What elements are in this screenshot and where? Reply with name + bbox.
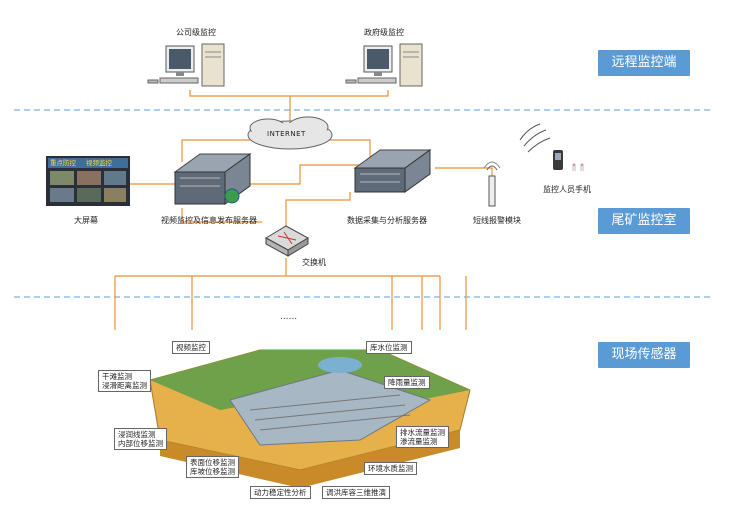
box-beach: 干滩监测 浸滑距离监测: [98, 370, 151, 392]
beach-monitor-label: 干滩监测: [102, 372, 132, 381]
drainage-flow-label: 排水流量监测: [400, 428, 445, 437]
big-screen-image: [46, 156, 130, 206]
data-server: [353, 149, 432, 193]
box-flood-3d: 调洪库容三维推演: [322, 486, 390, 499]
data-server-label: 数据采集与分析服务器: [347, 216, 427, 225]
box-drainage: 排水流量监测 渗流量监测: [396, 426, 449, 448]
phone-icon: [553, 150, 584, 171]
antenna-icon: [483, 161, 501, 207]
sms-module-label: 短线报警模块: [473, 216, 521, 225]
internal-disp-label: 内部位移监测: [118, 439, 163, 448]
video-server: [173, 153, 252, 205]
big-screen-banner-1: 重点防控: [50, 159, 76, 167]
seepage-flow-label: 渗流量监测: [400, 437, 438, 446]
big-screen-label: 大屏幕: [74, 216, 98, 225]
seepage-line-label: 浸润线监测: [118, 430, 156, 439]
big-screen-banner-2: 视频监控: [86, 159, 112, 167]
company-monitor-label: 公司级监控: [176, 28, 216, 37]
tailings-dam-image: [94, 330, 480, 500]
server-icon: [201, 43, 225, 87]
box-env-water: 环境水质监测: [364, 462, 417, 475]
signal-icon: [519, 123, 551, 153]
switch-icon: [264, 225, 310, 257]
tier-remote: 远程监控端: [598, 50, 690, 76]
video-server-label: 视频监控及信息发布服务器: [161, 216, 257, 225]
box-seepage: 浸润线监测 内部位移监测: [114, 428, 167, 450]
cloud-icon: [247, 116, 333, 150]
tier-control-room: 尾矿监控室: [598, 208, 690, 234]
globe-icon: [224, 188, 240, 204]
switch-label: 交换机: [302, 258, 326, 267]
government-computer: [345, 43, 423, 87]
company-computer: [147, 43, 225, 87]
box-rainfall: 降雨量监测: [384, 376, 430, 389]
phone-label: 监控人员手机: [543, 185, 591, 194]
ellipsis-text: ......: [280, 312, 298, 322]
box-reservoir-level: 库水位监测: [366, 341, 412, 354]
beach-distance-label: 浸滑距离监测: [102, 381, 147, 390]
slope-disp-label: 库坡位移监测: [190, 467, 235, 476]
tier-field: 现场传感器: [598, 342, 690, 368]
government-monitor-label: 政府级监控: [364, 28, 404, 37]
box-dynamic-stability: 动力稳定性分析: [250, 486, 311, 499]
box-surface-disp: 表面位移监测 库坡位移监测: [186, 456, 239, 478]
surface-disp-label: 表面位移监测: [190, 458, 235, 467]
internet-label: INTERNET: [267, 130, 306, 138]
box-video-monitor: 视频监控: [172, 341, 210, 354]
